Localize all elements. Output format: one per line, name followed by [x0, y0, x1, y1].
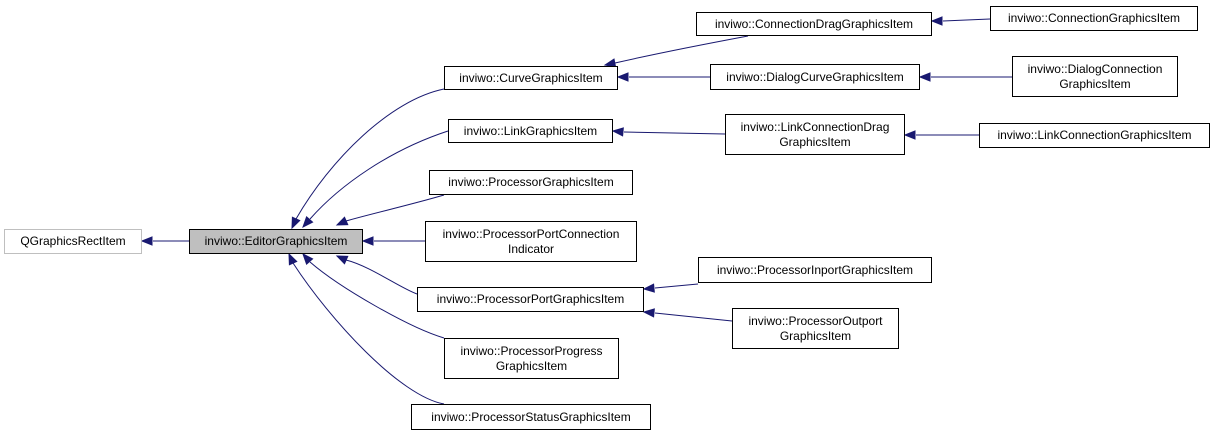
arrowhead: [302, 252, 314, 266]
node-label-line: inviwo::ConnectionDragGraphicsItem: [714, 16, 914, 31]
node-label-line: inviwo::DialogCurveGraphicsItem: [726, 69, 904, 84]
node-label-line: inviwo::ProcessorProgress: [460, 343, 603, 358]
inheritance-edge: [309, 261, 445, 339]
node-label-line: QGraphicsRectItem: [20, 234, 126, 248]
inheritance-edge: [614, 35, 749, 64]
arrowhead: [361, 236, 374, 246]
inheritance-edge: [292, 262, 445, 405]
node-processorportgraphicsitem[interactable]: inviwo::ProcessorPortGraphicsItem: [417, 287, 644, 312]
node-label-line: inviwo::LinkGraphicsItem: [463, 123, 598, 138]
node-label-line: inviwo::EditorGraphicsItem: [204, 234, 348, 248]
node-label-line: inviwo::ProcessorPortConnection: [442, 226, 620, 241]
arrowhead: [918, 72, 931, 82]
inheritance-edge: [309, 130, 449, 220]
inheritance-edge: [654, 283, 699, 289]
arrowhead: [291, 216, 301, 230]
arrowhead: [616, 72, 629, 82]
node-label-line: inviwo::ProcessorPortGraphicsItem: [436, 292, 625, 306]
node-label-line: inviwo::ConnectionGraphicsItem: [1007, 11, 1181, 25]
node-connectiongraphicsitem[interactable]: inviwo::ConnectionGraphicsItem: [990, 6, 1198, 31]
node-label-line: inviwo::CurveGraphicsItem: [459, 70, 603, 85]
node-connectiondraggraphicsitem[interactable]: inviwo::ConnectionDragGraphicsItem: [696, 12, 932, 36]
arrowhead: [335, 216, 349, 226]
node-dialogcurvegraphicsitem[interactable]: inviwo::DialogCurveGraphicsItem: [710, 64, 920, 90]
node-processorinportgraphicsitem[interactable]: inviwo::ProcessorInportGraphicsItem: [698, 257, 932, 283]
node-linkconnectiongraphicsitem[interactable]: inviwo::LinkConnectionGraphicsItem: [979, 123, 1210, 148]
inheritance-edge: [623, 131, 726, 135]
node-label-line: inviwo::DialogConnection: [1027, 61, 1163, 76]
inheritance-edge: [295, 88, 445, 220]
node-label-line: inviwo::LinkConnectionDrag: [740, 119, 890, 134]
node-label-line: inviwo::ProcessorInportGraphicsItem: [716, 262, 914, 277]
inheritance-edge: [942, 18, 991, 22]
arrowhead: [642, 283, 655, 293]
node-editorgraphicsitem: inviwo::EditorGraphicsItem: [189, 229, 363, 254]
node-label-line: GraphicsItem: [779, 134, 851, 149]
node-label-line: GraphicsItem: [1059, 76, 1131, 91]
node-label-line: GraphicsItem: [779, 328, 852, 343]
node-linkgraphicsitem[interactable]: inviwo::LinkGraphicsItem: [448, 119, 613, 143]
arrowhead: [140, 236, 153, 246]
inheritance-edge: [345, 259, 418, 295]
arrowhead: [930, 16, 943, 26]
node-curvegraphicsitem[interactable]: inviwo::CurveGraphicsItem: [444, 66, 618, 90]
node-processorgraphicsitem[interactable]: inviwo::ProcessorGraphicsItem: [429, 170, 633, 195]
arrowhead: [335, 255, 349, 265]
arrowhead: [288, 252, 298, 266]
inheritance-edge: [654, 312, 733, 322]
node-label-line: inviwo::LinkConnectionGraphicsItem: [997, 128, 1192, 142]
node-label-line: inviwo::ProcessorStatusGraphicsItem: [431, 409, 631, 424]
node-label-line: Indicator: [507, 241, 555, 256]
arrowhead: [603, 58, 617, 68]
node-qgraphicsrectitem: QGraphicsRectItem: [4, 229, 142, 254]
arrowhead: [642, 308, 655, 318]
inheritance-edge: [345, 194, 445, 222]
arrowhead: [302, 215, 314, 229]
node-processorstatusgraphicsitem[interactable]: inviwo::ProcessorStatusGraphicsItem: [411, 404, 651, 430]
arrowhead: [903, 130, 916, 140]
node-label-line: inviwo::ProcessorGraphicsItem: [448, 175, 614, 189]
node-label-line: GraphicsItem: [495, 358, 568, 373]
node-label-line: inviwo::ProcessorOutport: [748, 313, 883, 328]
arrowhead: [611, 127, 624, 137]
